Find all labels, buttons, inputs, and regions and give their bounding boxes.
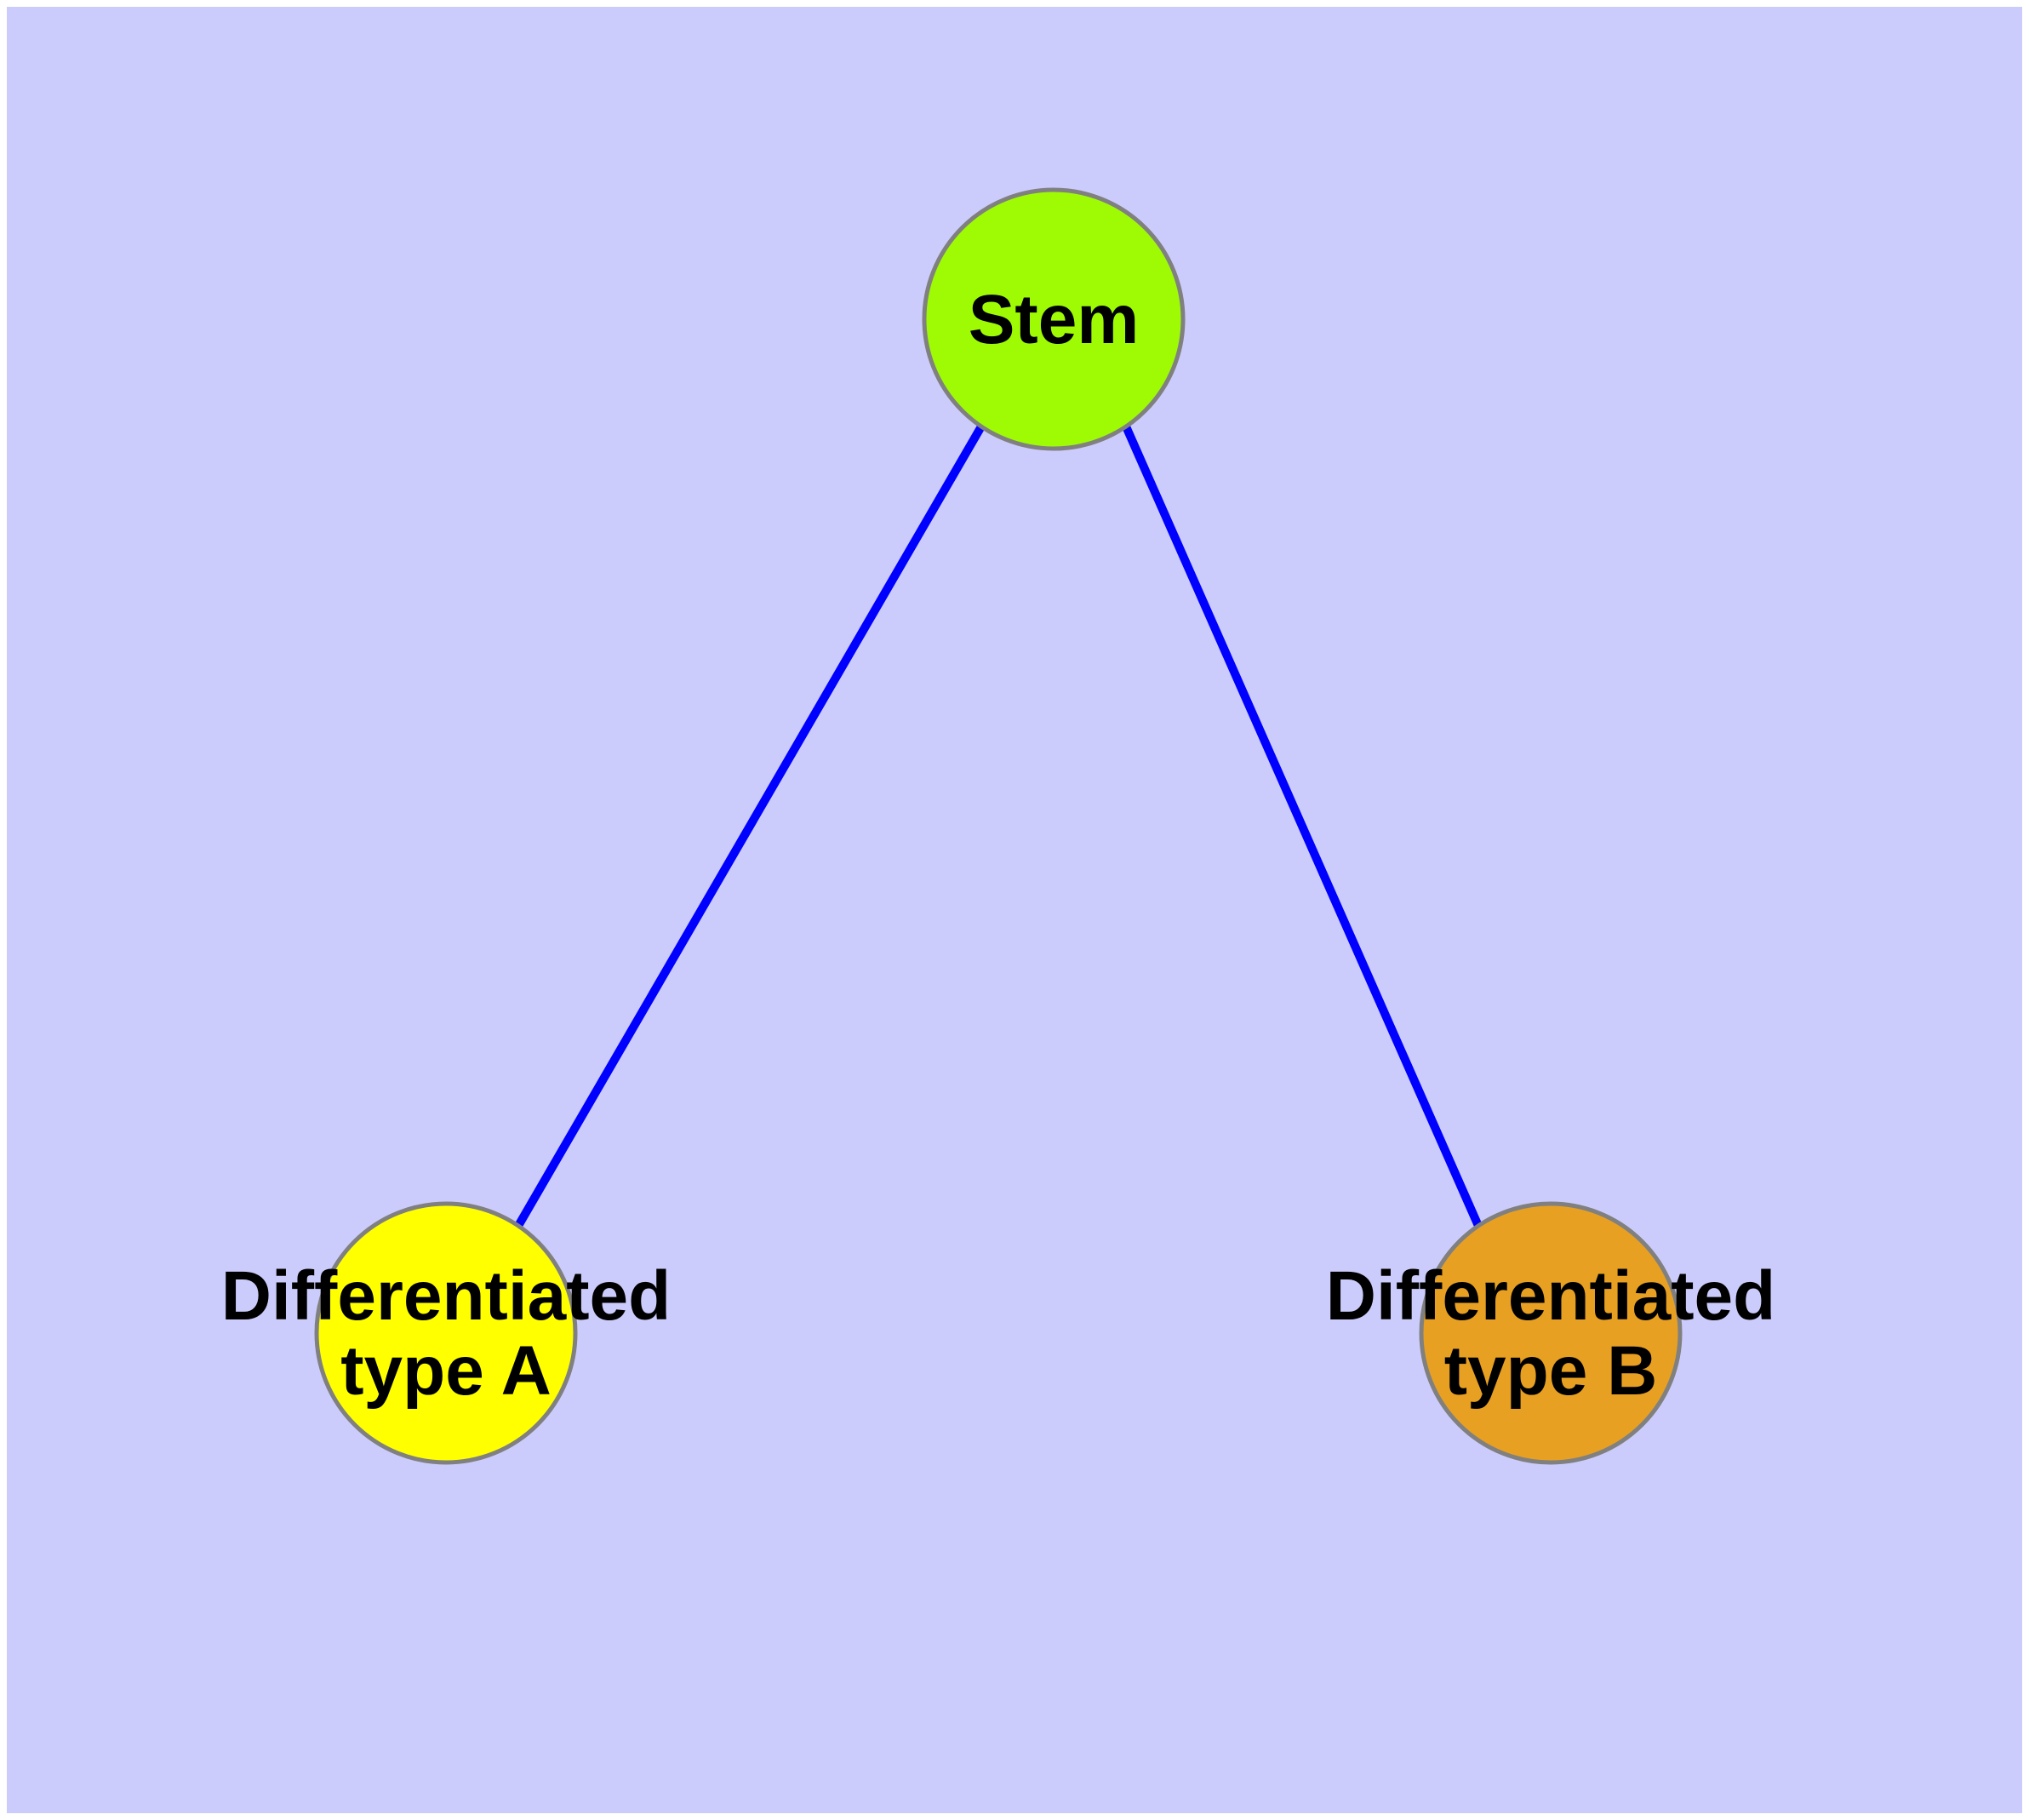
node-label-line: Differentiated xyxy=(221,1257,672,1335)
edge-stem-to-differentiated-type-b[interactable] xyxy=(1122,424,1483,1228)
node-label-line: Differentiated xyxy=(1326,1257,1776,1335)
node-circle-differentiated-type-b[interactable] xyxy=(1419,1201,1683,1465)
node-layer xyxy=(314,187,1683,1465)
node-stem[interactable] xyxy=(922,187,1186,451)
node-label-stem: Stem xyxy=(969,281,1140,358)
node-differentiated-type-b[interactable] xyxy=(1419,1201,1683,1465)
node-circle-stem[interactable] xyxy=(922,187,1186,451)
node-label-line: Stem xyxy=(969,281,1140,358)
node-circle-differentiated-type-a[interactable] xyxy=(314,1201,578,1465)
node-differentiated-type-a[interactable] xyxy=(314,1201,578,1465)
edge-layer xyxy=(514,424,1483,1228)
edge-stem-to-differentiated-type-a[interactable] xyxy=(514,424,986,1228)
node-label-line: type A xyxy=(340,1332,552,1410)
node-label-line: type B xyxy=(1444,1332,1658,1410)
